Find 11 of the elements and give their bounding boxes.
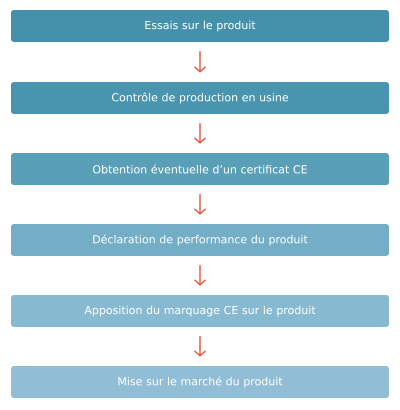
process-box: Déclaration de performance du produit: [11, 224, 389, 256]
arrow: [194, 51, 206, 73]
process-box: Essais sur le produit: [11, 10, 389, 42]
process-box: Obtention éventuelle d’un certificat CE: [11, 153, 389, 185]
arrow: [194, 123, 206, 144]
arrow: [194, 336, 206, 357]
process-box: Apposition du marquage CE sur le produit: [11, 295, 389, 327]
process-box: Mise sur le marché du produit: [11, 366, 389, 398]
process-box: Contrôle de production en usine: [11, 82, 389, 114]
arrow: [194, 265, 206, 286]
arrow: [194, 194, 206, 215]
